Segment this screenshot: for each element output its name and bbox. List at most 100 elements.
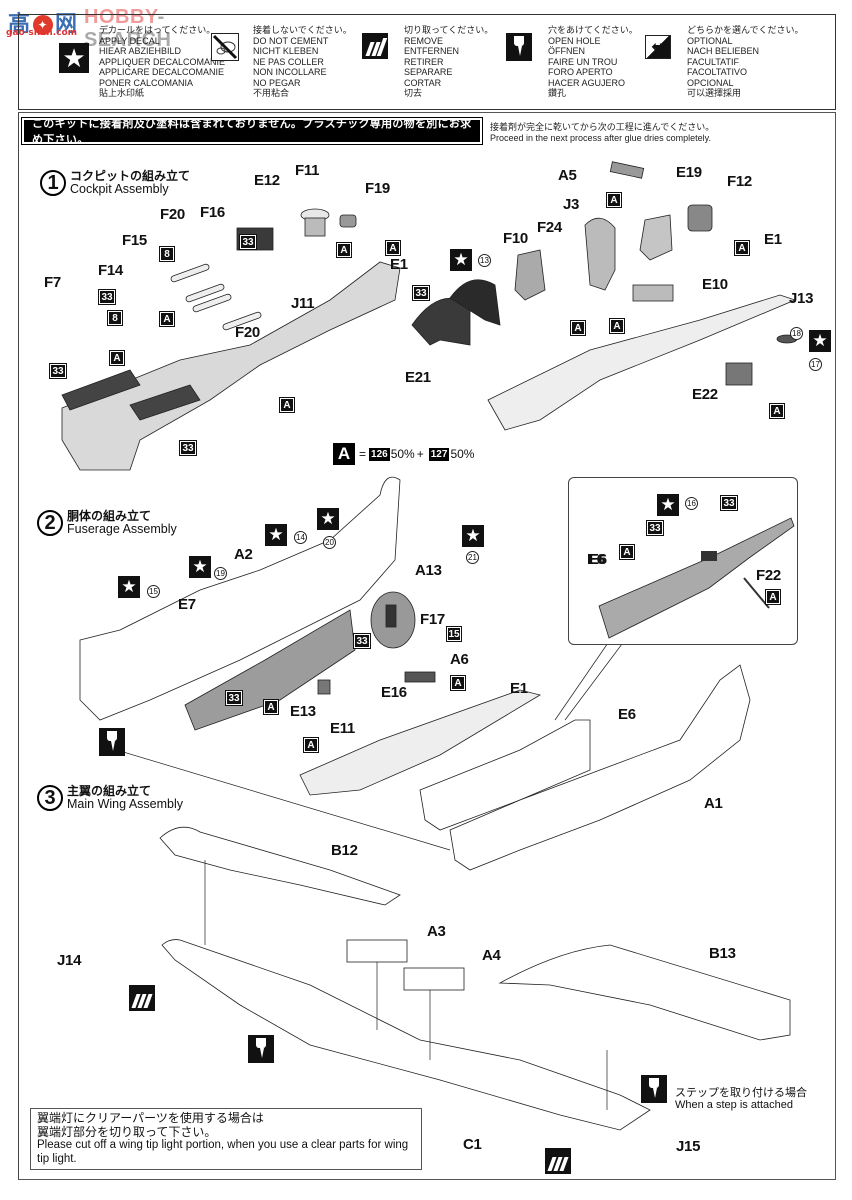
star-icon: ★ bbox=[265, 524, 287, 546]
part-label: F22 bbox=[756, 567, 781, 584]
plus-sign: + bbox=[416, 447, 424, 461]
paint-33-tag: 33 bbox=[720, 495, 738, 511]
paint-a-tag: A bbox=[619, 544, 635, 560]
decal-number: 13 bbox=[478, 254, 491, 267]
paint-a-tag: A bbox=[303, 737, 319, 753]
part-label: E1 bbox=[390, 256, 408, 273]
paint-33-tag: 33 bbox=[239, 234, 257, 250]
part-label: F16 bbox=[200, 204, 225, 221]
part-label: A4 bbox=[482, 947, 501, 964]
part-label: F10 bbox=[503, 230, 528, 247]
watermark-brand: HOBBY-SEARCH bbox=[84, 6, 172, 51]
paint-a-tag: A bbox=[385, 240, 401, 256]
star-icon: ★ bbox=[657, 494, 679, 516]
paint-a-tag: A bbox=[109, 350, 125, 366]
part-label: B13 bbox=[709, 945, 736, 962]
part-label: E22 bbox=[692, 386, 718, 403]
star-icon: ★ bbox=[450, 249, 472, 271]
instructions-frame bbox=[18, 112, 836, 1180]
glue-dry-note: 接着剤が完全に乾いてから次の工程に進んでください。 Proceed in the… bbox=[490, 122, 715, 143]
part-label: A2 bbox=[234, 546, 253, 563]
watermark: 高✦网 HOBBY-SEARCH gao-shen.com bbox=[4, 2, 224, 51]
inset-illustration bbox=[598, 517, 795, 639]
part-label: B12 bbox=[331, 842, 358, 859]
part-label: A13 bbox=[415, 562, 442, 579]
decal-number: 14 bbox=[294, 531, 307, 544]
decal-number: 17 bbox=[809, 358, 822, 371]
gear-icon: ✦ bbox=[33, 15, 54, 35]
part-label: E10 bbox=[702, 276, 728, 293]
part-label: E11 bbox=[330, 720, 355, 737]
paint-a-tag: A bbox=[263, 699, 279, 715]
part-label: J14 bbox=[57, 952, 82, 969]
part-label: E1 bbox=[510, 680, 528, 697]
part-label: F12 bbox=[727, 173, 752, 190]
part-label: F7 bbox=[44, 274, 61, 291]
step-attachment-note: ステップを取り付ける場合 When a step is attached bbox=[675, 1087, 807, 1111]
part-label: A6 bbox=[450, 651, 469, 668]
paint-a-tag: A bbox=[609, 318, 625, 334]
part-label: E13 bbox=[290, 703, 316, 720]
part-label: F17 bbox=[420, 611, 445, 628]
optional-arrows-icon: ⬌ bbox=[645, 35, 671, 59]
part-label: E19 bbox=[676, 164, 702, 181]
part-label: F19 bbox=[365, 180, 390, 197]
part-label: E21 bbox=[405, 369, 431, 386]
paint-a-tag: A bbox=[734, 240, 750, 256]
part-label: E6 bbox=[587, 551, 605, 568]
star-icon: ★ bbox=[118, 576, 140, 598]
paint-8-tag: 8 bbox=[159, 246, 175, 262]
decal-number: 18 bbox=[790, 327, 803, 340]
paint-chip-127: 127 bbox=[428, 447, 450, 461]
decal-number: 16 bbox=[685, 497, 698, 510]
part-label: J13 bbox=[789, 290, 814, 307]
paint-a-tag: A bbox=[159, 311, 175, 327]
cut-icon bbox=[362, 33, 388, 59]
paint-a-symbol: A bbox=[333, 443, 355, 465]
part-label: J3 bbox=[563, 196, 580, 213]
part-label: A5 bbox=[558, 167, 577, 184]
paint-15-tag: 15 bbox=[446, 626, 462, 642]
star-icon: ★ bbox=[59, 43, 89, 73]
part-label: F20 bbox=[235, 324, 260, 341]
detail-inset-e6 bbox=[568, 477, 798, 645]
paint-a-tag: A bbox=[769, 403, 785, 419]
part-label: E7 bbox=[178, 596, 196, 613]
part-label: E6 bbox=[589, 551, 607, 568]
drill-hole-icon bbox=[641, 1075, 667, 1103]
part-label: F20 bbox=[160, 206, 185, 223]
star-icon: ★ bbox=[462, 525, 484, 547]
part-label: E6 bbox=[618, 706, 636, 723]
paint-33-tag: 33 bbox=[98, 289, 116, 305]
paint-33-tag: 33 bbox=[225, 690, 243, 706]
cut-icon bbox=[129, 985, 155, 1011]
paint-33-tag: 33 bbox=[353, 633, 371, 649]
paint-chip-126: 126 bbox=[369, 447, 390, 461]
part-label: F15 bbox=[122, 232, 147, 249]
step-number: 2 bbox=[37, 510, 63, 536]
paint-33-tag: 33 bbox=[646, 520, 664, 536]
watermark-url: gao-shen.com bbox=[6, 28, 78, 38]
part-label: E12 bbox=[254, 172, 280, 189]
no-glue-notice: このキットに接着剤及び塗料は含まれておりません。プラスチック専用の物を別にお求め… bbox=[21, 117, 483, 146]
decal-number: 20 bbox=[323, 536, 336, 549]
part-label: J15 bbox=[676, 1138, 701, 1155]
paint-a-tag: A bbox=[450, 675, 466, 691]
drill-hole-icon bbox=[248, 1035, 274, 1063]
drill-hole-icon bbox=[506, 33, 532, 61]
wing-tip-light-note: 翼端灯にクリアーパーツを使用する場合は 翼端灯部分を切り取って下さい。 Plea… bbox=[30, 1108, 422, 1170]
part-label: E16 bbox=[381, 684, 407, 701]
part-label: J11 bbox=[291, 295, 315, 312]
paint-33-tag: 33 bbox=[179, 440, 197, 456]
paint-a-tag: A bbox=[336, 242, 352, 258]
paint-a-tag: A bbox=[765, 589, 781, 605]
